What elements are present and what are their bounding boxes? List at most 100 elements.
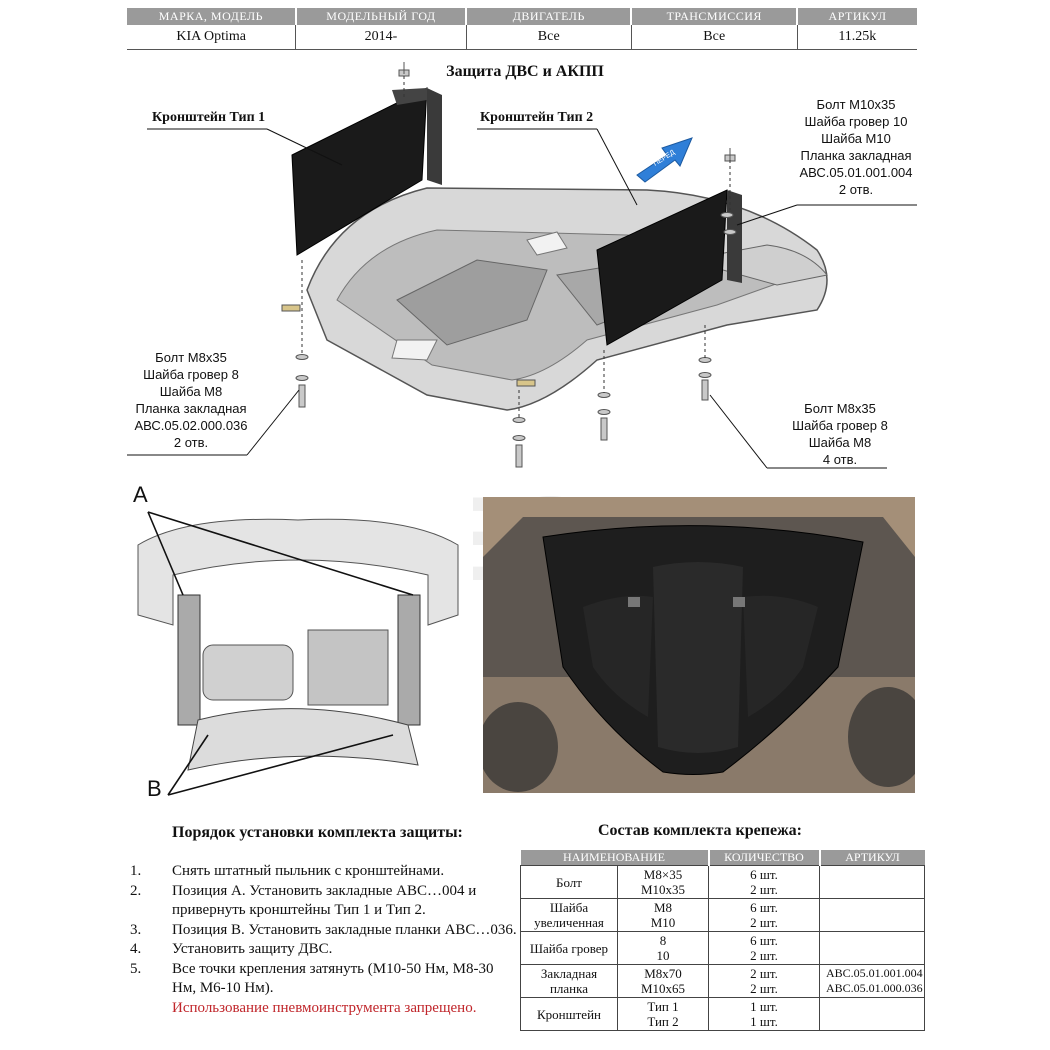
callout-line: Шайба М8 [159,384,223,399]
callout-top-right: Болт М10х35 Шайба гровер 10 Шайба М10 Пл… [796,96,916,198]
kit-item-sizes-line: 8 [659,933,667,948]
callout-line: Шайба М10 [821,131,891,146]
kit-item-article [819,898,925,932]
callout-line: Болт М10х35 [816,97,896,112]
kit-item-qty: 2 шт.2 шт. [708,964,820,998]
step-number: 1. [130,863,142,879]
kit-item-sizes-line: Тип 1 [647,999,679,1014]
callout-line: 4 отв. [822,452,858,467]
position-a-label: A [133,482,148,507]
bracket-1-label: Кронштейн Тип 1 [152,110,266,125]
front-arrow: ПЕРЕД [636,137,693,183]
step-number: 5. [130,960,142,977]
kit-item-name: Шайба увеличенная [520,898,618,932]
kit-item-article [819,997,925,1031]
kit-item-qty: 6 шт.2 шт. [708,931,820,965]
kit-item-name-text: Шайба увеличенная [534,900,604,930]
kit-item-sizes-line: М10х35 [640,882,686,897]
kit-item-article-line: АВС.05.01.001.004 [826,966,923,980]
kit-item-article [819,865,925,899]
kit-item-name: Кронштейн [520,997,618,1031]
bracket-type-1 [291,87,442,256]
kit-item-sizes-line: 10 [656,948,670,963]
header-values-row: KIA Optima 2014- Все Все 11.25k [127,25,917,50]
kit-item-sizes-line: М8х70 [644,966,682,981]
assembly-guide-lines [301,76,731,418]
kit-item-qty-line: 1 шт. [750,999,778,1014]
header-col-year: МОДЕЛЬНЫЙ ГОД [295,8,468,25]
step-number: 4. [130,941,142,957]
header-val-year: 2014- [295,25,467,50]
product-header-table: МАРКА, МОДЕЛЬ МОДЕЛЬНЫЙ ГОД ДВИГАТЕЛЬ ТР… [127,8,917,50]
callout-right: Болт М8х35 Шайба гровер 8 Шайба М8 4 отв… [785,400,895,468]
installation-step: 4. Установить защиту ДВС. [130,940,520,960]
step-text: Все точки крепления затянуть (М10-50 Нм,… [172,960,494,997]
header-col-model: МАРКА, МОДЕЛЬ [127,8,297,25]
callout-line: Шайба гровер 10 [804,114,908,129]
pneumatic-tool-warning: Использование пневмоинструмента запрещен… [172,999,477,1016]
callout-line: Шайба гровер 8 [143,367,239,382]
callout-line: Планка закладная [800,148,912,163]
step-text: Снять штатный пыльник с кронштейнами. [172,863,445,879]
callout-line: Шайба гровер 8 [792,418,888,433]
kit-item-qty-line: 6 шт. [750,867,778,882]
kit-item-sizes-line: М8×35 [643,867,683,882]
kit-item-name-text: Шайба гровер [529,940,609,956]
callout-line: Шайба М8 [808,435,872,450]
kit-item-sizes-line: М10х65 [640,981,686,996]
callout-line: АВС.05.01.001.004 [799,165,913,180]
installation-step: 3. Позиция B. Установить закладные планк… [130,921,520,941]
kit-item-qty-line: 6 шт. [750,900,778,915]
kit-col-name: НАИМЕНОВАНИЕ [520,850,710,866]
callout-left: Болт М8х35 Шайба гровер 8 Шайба М8 Планк… [130,349,252,451]
step-number: 3. [130,921,142,938]
kit-item-name-text: Закладная планка [540,966,598,996]
kit-item-sizes-line: М10 [650,915,676,930]
kit-item-qty-line: 2 шт. [750,882,778,897]
callout-line: АВС.05.02.000.036 [134,418,248,433]
header-col-article: АРТИКУЛ [797,8,917,25]
kit-header-row: НАИМЕНОВАНИЕ КОЛИЧЕСТВО АРТИКУЛ [520,850,925,866]
kit-item-qty: 6 шт.2 шт. [708,865,820,899]
kit-item-qty-line: 2 шт. [750,966,778,981]
kit-title: Состав комплекта крепежа: [598,822,802,839]
fastener-bolts [281,62,737,468]
callout-line: Болт М8х35 [804,401,876,416]
header-val-model: KIA Optima [127,25,297,50]
kit-item-qty-line: 1 шт. [750,1014,778,1029]
position-b-label: B [147,776,162,801]
header-val-engine: Все [466,25,632,50]
step-text: Установить защиту ДВС. [172,941,333,957]
step-text: Позиция А. Установить закладные АВС…004 … [172,882,477,919]
kit-item-name-text: Кронштейн [536,1006,601,1022]
kit-item-article [819,931,925,965]
kit-item-sizes-line: М8 [653,900,673,915]
kit-item-qty: 1 шт.1 шт. [708,997,820,1031]
installation-title: Порядок установки комплекта защиты: [172,824,463,841]
installation-step: 1. Снять штатный пыльник с кронштейнами. [130,862,520,882]
kit-item-name: Шайба гровер [520,931,618,965]
installation-step: 5. Все точки крепления затянуть (М10-50 … [130,960,520,999]
skid-plate-diagram: ПЕРЕД [127,62,917,469]
header-col-engine: ДВИГАТЕЛЬ [466,8,633,25]
callout-leader-lines [127,128,917,469]
header-val-transmission: Все [631,25,798,50]
installed-skid-plate-photo [483,497,915,793]
kit-item-qty-line: 2 шт. [750,948,778,963]
diagram-title: Защита ДВС и АКПП [446,63,604,80]
header-labels-row: МАРКА, МОДЕЛЬ МОДЕЛЬНЫЙ ГОД ДВИГАТЕЛЬ ТР… [127,8,917,25]
kit-item-qty: 6 шт.2 шт. [708,898,820,932]
callout-line: 2 отв. [173,435,209,450]
undercarriage-line-drawing [128,495,473,805]
kit-item-qty-line: 2 шт. [750,981,778,996]
callout-line: Болт М8х35 [155,350,227,365]
